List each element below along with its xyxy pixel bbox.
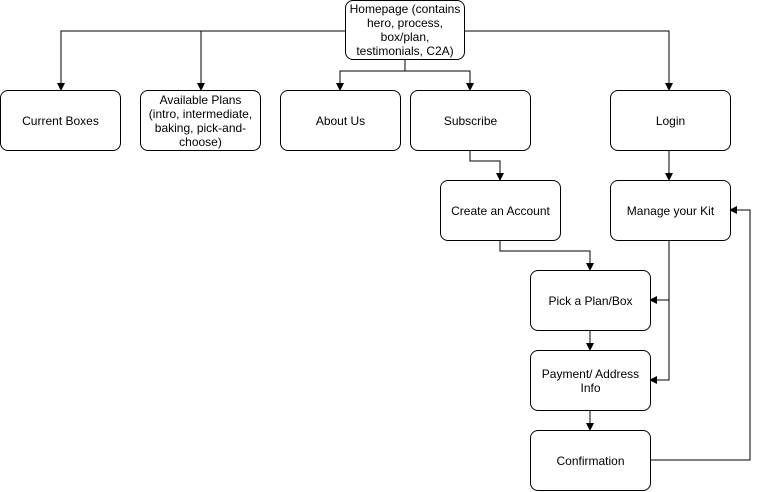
- node-about-us: About Us: [280, 90, 401, 151]
- edge-manage-kit-payment: [649, 300, 670, 384]
- node-create-account: Create an Account: [440, 180, 561, 241]
- node-manage-kit-label: Manage your Kit: [626, 203, 715, 218]
- edge-homepage-current-boxes: [57, 30, 345, 91]
- edge-homepage-subscribe: [405, 70, 474, 91]
- node-subscribe-label: Subscribe: [443, 113, 498, 128]
- node-login-label: Login: [655, 113, 686, 128]
- edge-manage-kit-pick-plan: [649, 240, 670, 304]
- edge-create-account-pick-plan: [499, 240, 594, 271]
- node-subscribe: Subscribe: [410, 90, 531, 151]
- node-available-plans-label: Available Plans (intro, intermediate, ba…: [148, 92, 253, 149]
- node-manage-kit: Manage your Kit: [610, 180, 731, 241]
- node-about-us-label: About Us: [315, 113, 366, 128]
- node-payment: Payment/ Address Info: [530, 350, 651, 411]
- edge-homepage-about-us: [336, 60, 406, 91]
- edge-subscribe-create-account: [469, 150, 504, 181]
- edge-confirmation-manage-kit: [650, 206, 751, 461]
- node-payment-label: Payment/ Address Info: [541, 366, 640, 395]
- node-confirmation: Confirmation: [530, 430, 651, 491]
- node-create-account-label: Create an Account: [451, 203, 550, 218]
- node-login: Login: [610, 90, 731, 151]
- edge-homepage-login: [465, 30, 673, 91]
- node-pick-plan: Pick a Plan/Box: [530, 270, 651, 331]
- node-homepage: Homepage (contains hero, process, box/pl…: [345, 0, 465, 60]
- node-confirmation-label: Confirmation: [556, 453, 625, 468]
- node-current-boxes-label: Current Boxes: [22, 113, 99, 128]
- node-current-boxes: Current Boxes: [0, 90, 121, 151]
- node-homepage-label: Homepage (contains hero, process, box/pl…: [349, 2, 461, 58]
- node-available-plans: Available Plans (intro, intermediate, ba…: [140, 90, 261, 151]
- node-pick-plan-label: Pick a Plan/Box: [548, 293, 633, 308]
